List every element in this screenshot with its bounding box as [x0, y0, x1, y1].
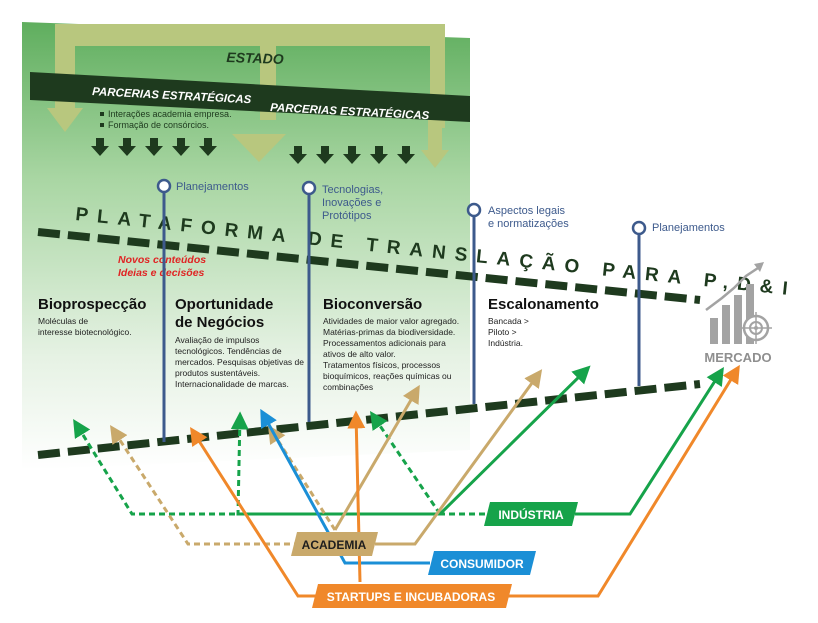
stage-title: Oportunidade [175, 296, 273, 313]
stage-desc: mercados. Pesquisas objetivas de [175, 357, 304, 367]
actor-industria-label: INDÚSTRIA [498, 507, 564, 522]
industria-connector [369, 411, 442, 515]
stage-title: Bioprospecção [38, 296, 146, 313]
stage-desc: Bancada > [488, 316, 529, 326]
down-arrow-icon [91, 138, 109, 156]
stage-oportunidade: Oportunidade de Negócios Avaliação de im… [175, 296, 304, 389]
stage-desc: produtos sustentáveis. [175, 368, 260, 378]
stage-desc: interesse biotecnológico. [38, 327, 132, 337]
stage-title: Escalonamento [488, 296, 599, 313]
stage-desc: Piloto > [488, 327, 517, 337]
platform-background [22, 22, 470, 470]
down-arrow-icon [145, 138, 163, 156]
mercado-icon [705, 262, 772, 344]
mercado-label: MERCADO [704, 350, 771, 365]
academia-connector [110, 424, 300, 546]
novos-conteudos-line2: Ideias e decisões [118, 267, 205, 279]
stage-bioconversao: Bioconversão Atividades de maior valor a… [323, 296, 459, 392]
milestone-label: e normatizações [488, 218, 569, 230]
platform-bottom-dashed-line [37, 380, 701, 459]
down-arrow-icon [370, 146, 388, 164]
parcerias-bullets: Interações academia empresa. Formação de… [100, 109, 232, 130]
down-arrow-icon [172, 138, 190, 156]
startups-connector [190, 426, 320, 598]
actor-industria: INDÚSTRIA [484, 502, 578, 526]
industria-connector [575, 366, 724, 516]
down-arrows [91, 138, 415, 164]
bullet-item: Interações academia empresa. [108, 109, 232, 119]
stage-desc: Matérias-primas da biodiversidade. [323, 327, 455, 337]
stage-desc: combinações [323, 382, 373, 392]
startups-connector [505, 364, 740, 598]
down-arrow-icon [118, 138, 136, 156]
milestone-tecnologias: Tecnologias, Inovações e Protótipos [301, 180, 383, 422]
milestone-label: Planejamentos [176, 181, 249, 193]
milestone-planejamentos-1: Planejamentos [156, 178, 249, 442]
milestone-label: Planejamentos [652, 222, 725, 234]
parcerias-band [30, 72, 470, 122]
stage-escalonamento: Escalonamento Bancada > Piloto > Indústr… [488, 296, 599, 348]
flow-connectors [73, 364, 740, 598]
actor-consumidor: CONSUMIDOR [428, 551, 536, 575]
stage-desc: Tratamentos físicos, processos [323, 360, 440, 370]
stage-desc: tecnológicos. Tendências de [175, 346, 282, 356]
milestone-aspectos-legais: Aspectos legais e normatizações [466, 202, 569, 404]
academia-connector [375, 369, 543, 546]
stage-desc: ativos de alto valor. [323, 349, 396, 359]
stage-desc: bioquímicos, reações químicas ou [323, 371, 452, 381]
platform-top-dashed-line [37, 228, 701, 304]
milestone-label: Inovações e [322, 197, 381, 209]
stage-desc: Avaliação de impulsos [175, 335, 259, 345]
milestone-label: Tecnologias, [322, 184, 383, 196]
stage-title: Bioconversão [323, 296, 422, 313]
down-arrow-icon [289, 146, 307, 164]
stage-desc: Moléculas de [38, 316, 88, 326]
milestone-planejamentos-2: Planejamentos [631, 220, 725, 386]
stage-desc: Internacionalidade de marcas. [175, 379, 289, 389]
milestone-label: Protótipos [322, 210, 372, 222]
actor-academia: ACADEMIA [291, 532, 378, 556]
novos-conteudos-line1: Novos conteúdos [118, 254, 206, 266]
stage-bioprospeccao: Bioprospecção Moléculas de interesse bio… [38, 296, 146, 337]
estado-label: ESTADO [226, 49, 284, 67]
actor-consumidor-label: CONSUMIDOR [440, 557, 524, 571]
down-arrow-icon [316, 146, 334, 164]
industria-connector [438, 365, 591, 516]
milestone-label: Aspectos legais [488, 205, 566, 217]
stage-desc: Indústria. [488, 338, 523, 348]
actor-startups: STARTUPS E INCUBADORAS [312, 584, 512, 608]
actor-academia-label: ACADEMIA [302, 538, 367, 552]
estado-frame: ESTADO [47, 24, 449, 168]
bullet-item: Formação de consórcios. [108, 120, 209, 130]
stage-desc: Processamentos adicionais para [323, 338, 446, 348]
academia-connector [333, 384, 420, 531]
stage-title: de Negócios [175, 314, 264, 331]
consumidor-connector [260, 408, 430, 565]
down-arrow-icon [199, 138, 217, 156]
stage-desc: Atividades de maior valor agregado. [323, 316, 459, 326]
down-arrow-icon [343, 146, 361, 164]
industria-connector [230, 411, 440, 516]
down-arrow-icon [397, 146, 415, 164]
actor-startups-label: STARTUPS E INCUBADORAS [327, 590, 495, 604]
